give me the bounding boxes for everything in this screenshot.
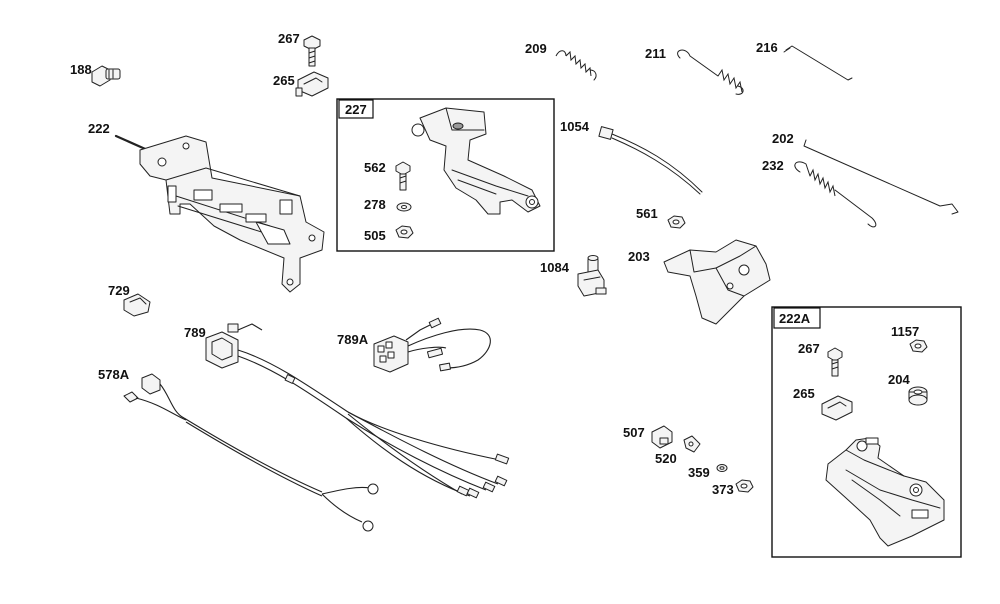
part-211-spring[interactable] <box>677 49 744 95</box>
label-789[interactable]: 789 <box>184 325 206 340</box>
label-265-top[interactable]: 265 <box>273 73 295 88</box>
part-729-connector[interactable] <box>123 293 151 317</box>
part-561-nut[interactable] <box>667 215 686 229</box>
part-267-screw[interactable] <box>303 35 321 67</box>
part-359-washer[interactable] <box>716 464 728 472</box>
label-561[interactable]: 561 <box>636 206 658 221</box>
part-265-clip-222a[interactable] <box>821 395 853 421</box>
part-222a-lever-bracket[interactable] <box>825 437 945 547</box>
part-789a-wire-harness[interactable] <box>373 317 491 373</box>
label-278[interactable]: 278 <box>364 197 386 212</box>
label-520[interactable]: 520 <box>655 451 677 466</box>
label-204[interactable]: 204 <box>888 372 910 387</box>
tag-222a <box>773 307 821 329</box>
label-222a[interactable]: 222A <box>779 311 811 326</box>
label-507[interactable]: 507 <box>623 425 645 440</box>
label-227[interactable]: 227 <box>345 102 367 117</box>
part-216-rod[interactable] <box>783 45 853 81</box>
part-505-nut[interactable] <box>395 225 414 239</box>
label-211[interactable]: 211 <box>645 46 666 61</box>
part-278-washer[interactable] <box>396 202 412 212</box>
part-578a-wire-harness[interactable] <box>123 373 379 532</box>
part-520-bracket[interactable] <box>683 435 701 453</box>
part-203-bracket[interactable] <box>663 239 771 325</box>
label-188[interactable]: 188 <box>70 62 92 77</box>
box-222a <box>771 306 962 558</box>
label-1054[interactable]: 1054 <box>560 119 590 134</box>
label-209[interactable]: 209 <box>525 41 547 56</box>
label-1084[interactable]: 1084 <box>540 260 570 275</box>
label-1157[interactable]: 1157 <box>891 324 919 339</box>
label-505[interactable]: 505 <box>364 228 386 243</box>
label-265-222a[interactable]: 265 <box>793 386 815 401</box>
part-267-screw-222a[interactable] <box>827 347 843 377</box>
part-204-bushing[interactable] <box>908 386 928 406</box>
box-227 <box>336 98 555 252</box>
label-578a[interactable]: 578A <box>98 367 130 382</box>
part-232-spring[interactable] <box>794 161 877 228</box>
label-789a[interactable]: 789A <box>337 332 369 347</box>
part-562-screw[interactable] <box>395 161 411 191</box>
part-507-switch[interactable] <box>651 425 673 449</box>
label-203[interactable]: 203 <box>628 249 650 264</box>
label-729[interactable]: 729 <box>108 283 130 298</box>
label-562[interactable]: 562 <box>364 160 386 175</box>
part-1084-switch[interactable] <box>577 255 607 297</box>
label-267-222a[interactable]: 267 <box>798 341 820 356</box>
part-209-spring[interactable] <box>555 50 597 81</box>
label-232[interactable]: 232 <box>762 158 784 173</box>
part-202-rod[interactable] <box>803 139 959 215</box>
part-789-wire-harness[interactable] <box>205 323 510 499</box>
part-227-throttle-lever[interactable] <box>411 107 541 215</box>
part-1157-nut[interactable] <box>909 339 928 353</box>
part-188-bolt[interactable] <box>91 65 121 87</box>
label-202[interactable]: 202 <box>772 131 794 146</box>
label-216[interactable]: 216 <box>756 40 778 55</box>
label-222[interactable]: 222 <box>88 121 110 136</box>
label-359[interactable]: 359 <box>688 465 710 480</box>
label-373[interactable]: 373 <box>712 482 734 497</box>
part-1054-cable-tie[interactable] <box>598 126 703 195</box>
label-267-top[interactable]: 267 <box>278 31 300 46</box>
part-265-clip[interactable] <box>295 71 329 97</box>
tag-227 <box>338 99 374 119</box>
part-373-nut[interactable] <box>735 479 754 493</box>
part-222-control-bracket[interactable] <box>114 134 325 293</box>
